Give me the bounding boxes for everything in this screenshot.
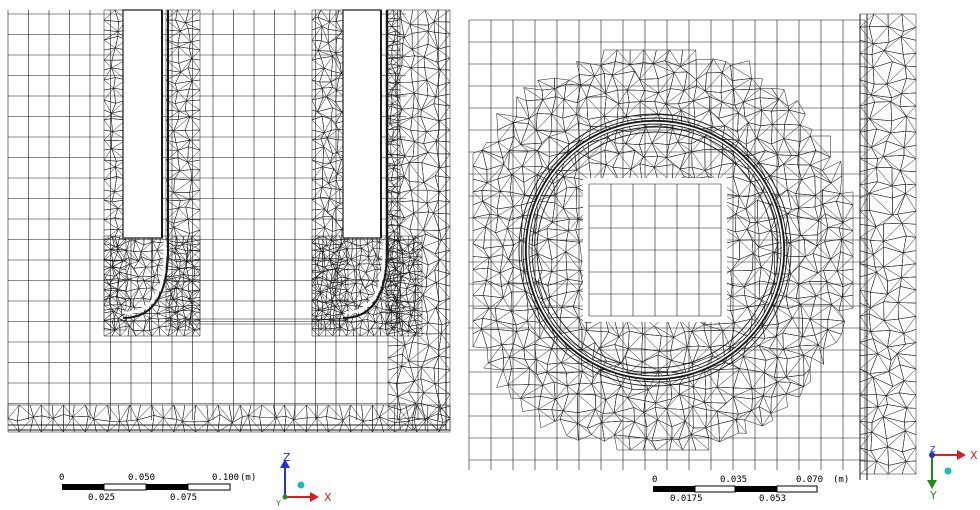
boundary-ring — [531, 126, 779, 374]
z-axis-label: Z — [283, 451, 291, 464]
scale-segment — [146, 484, 188, 490]
boundary-ring — [528, 123, 782, 377]
channel-gap — [124, 240, 167, 315]
scale-label: 0.070 — [796, 475, 823, 485]
connector-line — [168, 318, 345, 325]
mesh-patch — [311, 235, 423, 337]
origin-dot — [944, 467, 952, 475]
left-mesh-view: 0 0.050 0.100 (m) 0.025 0.075 Z X Y — [7, 9, 451, 508]
scale-label: 0.050 — [128, 473, 155, 483]
x-axis-label: X — [970, 449, 978, 462]
inner-grid — [588, 183, 722, 317]
channel-cavity — [342, 9, 382, 239]
scale-segment — [187, 483, 231, 491]
right-scale-bar: 0 0.035 0.070 (m) 0.0175 0.053 — [652, 475, 849, 504]
left-scale-bar: 0 0.050 0.100 (m) 0.025 0.075 — [59, 473, 256, 503]
boundary-ring — [518, 113, 792, 387]
z-axis-dot — [929, 452, 935, 458]
channel-gap — [344, 240, 386, 315]
left-axis-triad: Z X Y — [275, 451, 332, 508]
mesh-patch — [103, 235, 201, 337]
scale-segment — [653, 486, 695, 492]
scale-segment — [776, 485, 818, 493]
scale-label: 0 — [652, 475, 657, 485]
z-axis-label: Z — [930, 445, 936, 454]
mesh-patch — [385, 9, 401, 331]
boundary-ring — [522, 117, 788, 383]
scale-label: 0.035 — [720, 475, 747, 485]
channel-wall — [342, 10, 388, 319]
left-tetra-mesh — [7, 9, 451, 433]
y-axis-label: Y — [929, 489, 937, 502]
x-arrow-head — [310, 492, 319, 502]
scale-segment — [694, 485, 736, 493]
boundary-ring — [524, 119, 786, 381]
domain-border — [859, 14, 868, 480]
right-mesh-view: 0 0.035 0.070 (m) 0.0175 0.053 X Y Z — [468, 13, 978, 504]
scale-label: 0.025 — [88, 493, 115, 503]
scale-label: 0.0175 — [670, 494, 703, 504]
right-mesh-panel: 0 0.035 0.070 (m) 0.0175 0.053 X Y Z — [465, 0, 980, 510]
scale-segment — [62, 484, 104, 490]
scale-label: 0 — [59, 473, 64, 483]
mesh-patch — [859, 13, 917, 475]
x-axis-label: X — [324, 491, 332, 504]
domain-border — [8, 10, 450, 431]
mesh-patch — [165, 9, 201, 331]
origin-dot — [297, 481, 305, 489]
scale-segment — [103, 483, 147, 491]
scale-label: 0.075 — [170, 493, 197, 503]
scale-label: 0.053 — [759, 494, 786, 504]
mesh-patch — [7, 404, 451, 433]
mesh-patch — [387, 9, 451, 431]
channel-cavity — [122, 9, 163, 239]
left-geometry-outline — [8, 9, 450, 431]
y-axis-label: Y — [275, 499, 281, 508]
channel-wall — [122, 10, 169, 319]
left-mesh-panel: 0 0.050 0.100 (m) 0.025 0.075 Z X Y — [0, 0, 465, 510]
z-arrow-head — [280, 459, 290, 468]
scale-label: 0.100 — [212, 473, 239, 483]
ring-gap — [526, 121, 784, 379]
y-axis-dot — [282, 494, 288, 500]
y-arrow-head — [927, 480, 937, 489]
scale-unit: (m) — [240, 473, 256, 483]
scale-segment — [735, 486, 777, 492]
x-arrow-head — [957, 450, 966, 460]
boundary-ring — [536, 131, 774, 369]
right-circle-outline — [518, 14, 868, 480]
scale-unit: (m) — [833, 475, 849, 485]
right-axis-triad: X Y Z — [927, 445, 978, 502]
